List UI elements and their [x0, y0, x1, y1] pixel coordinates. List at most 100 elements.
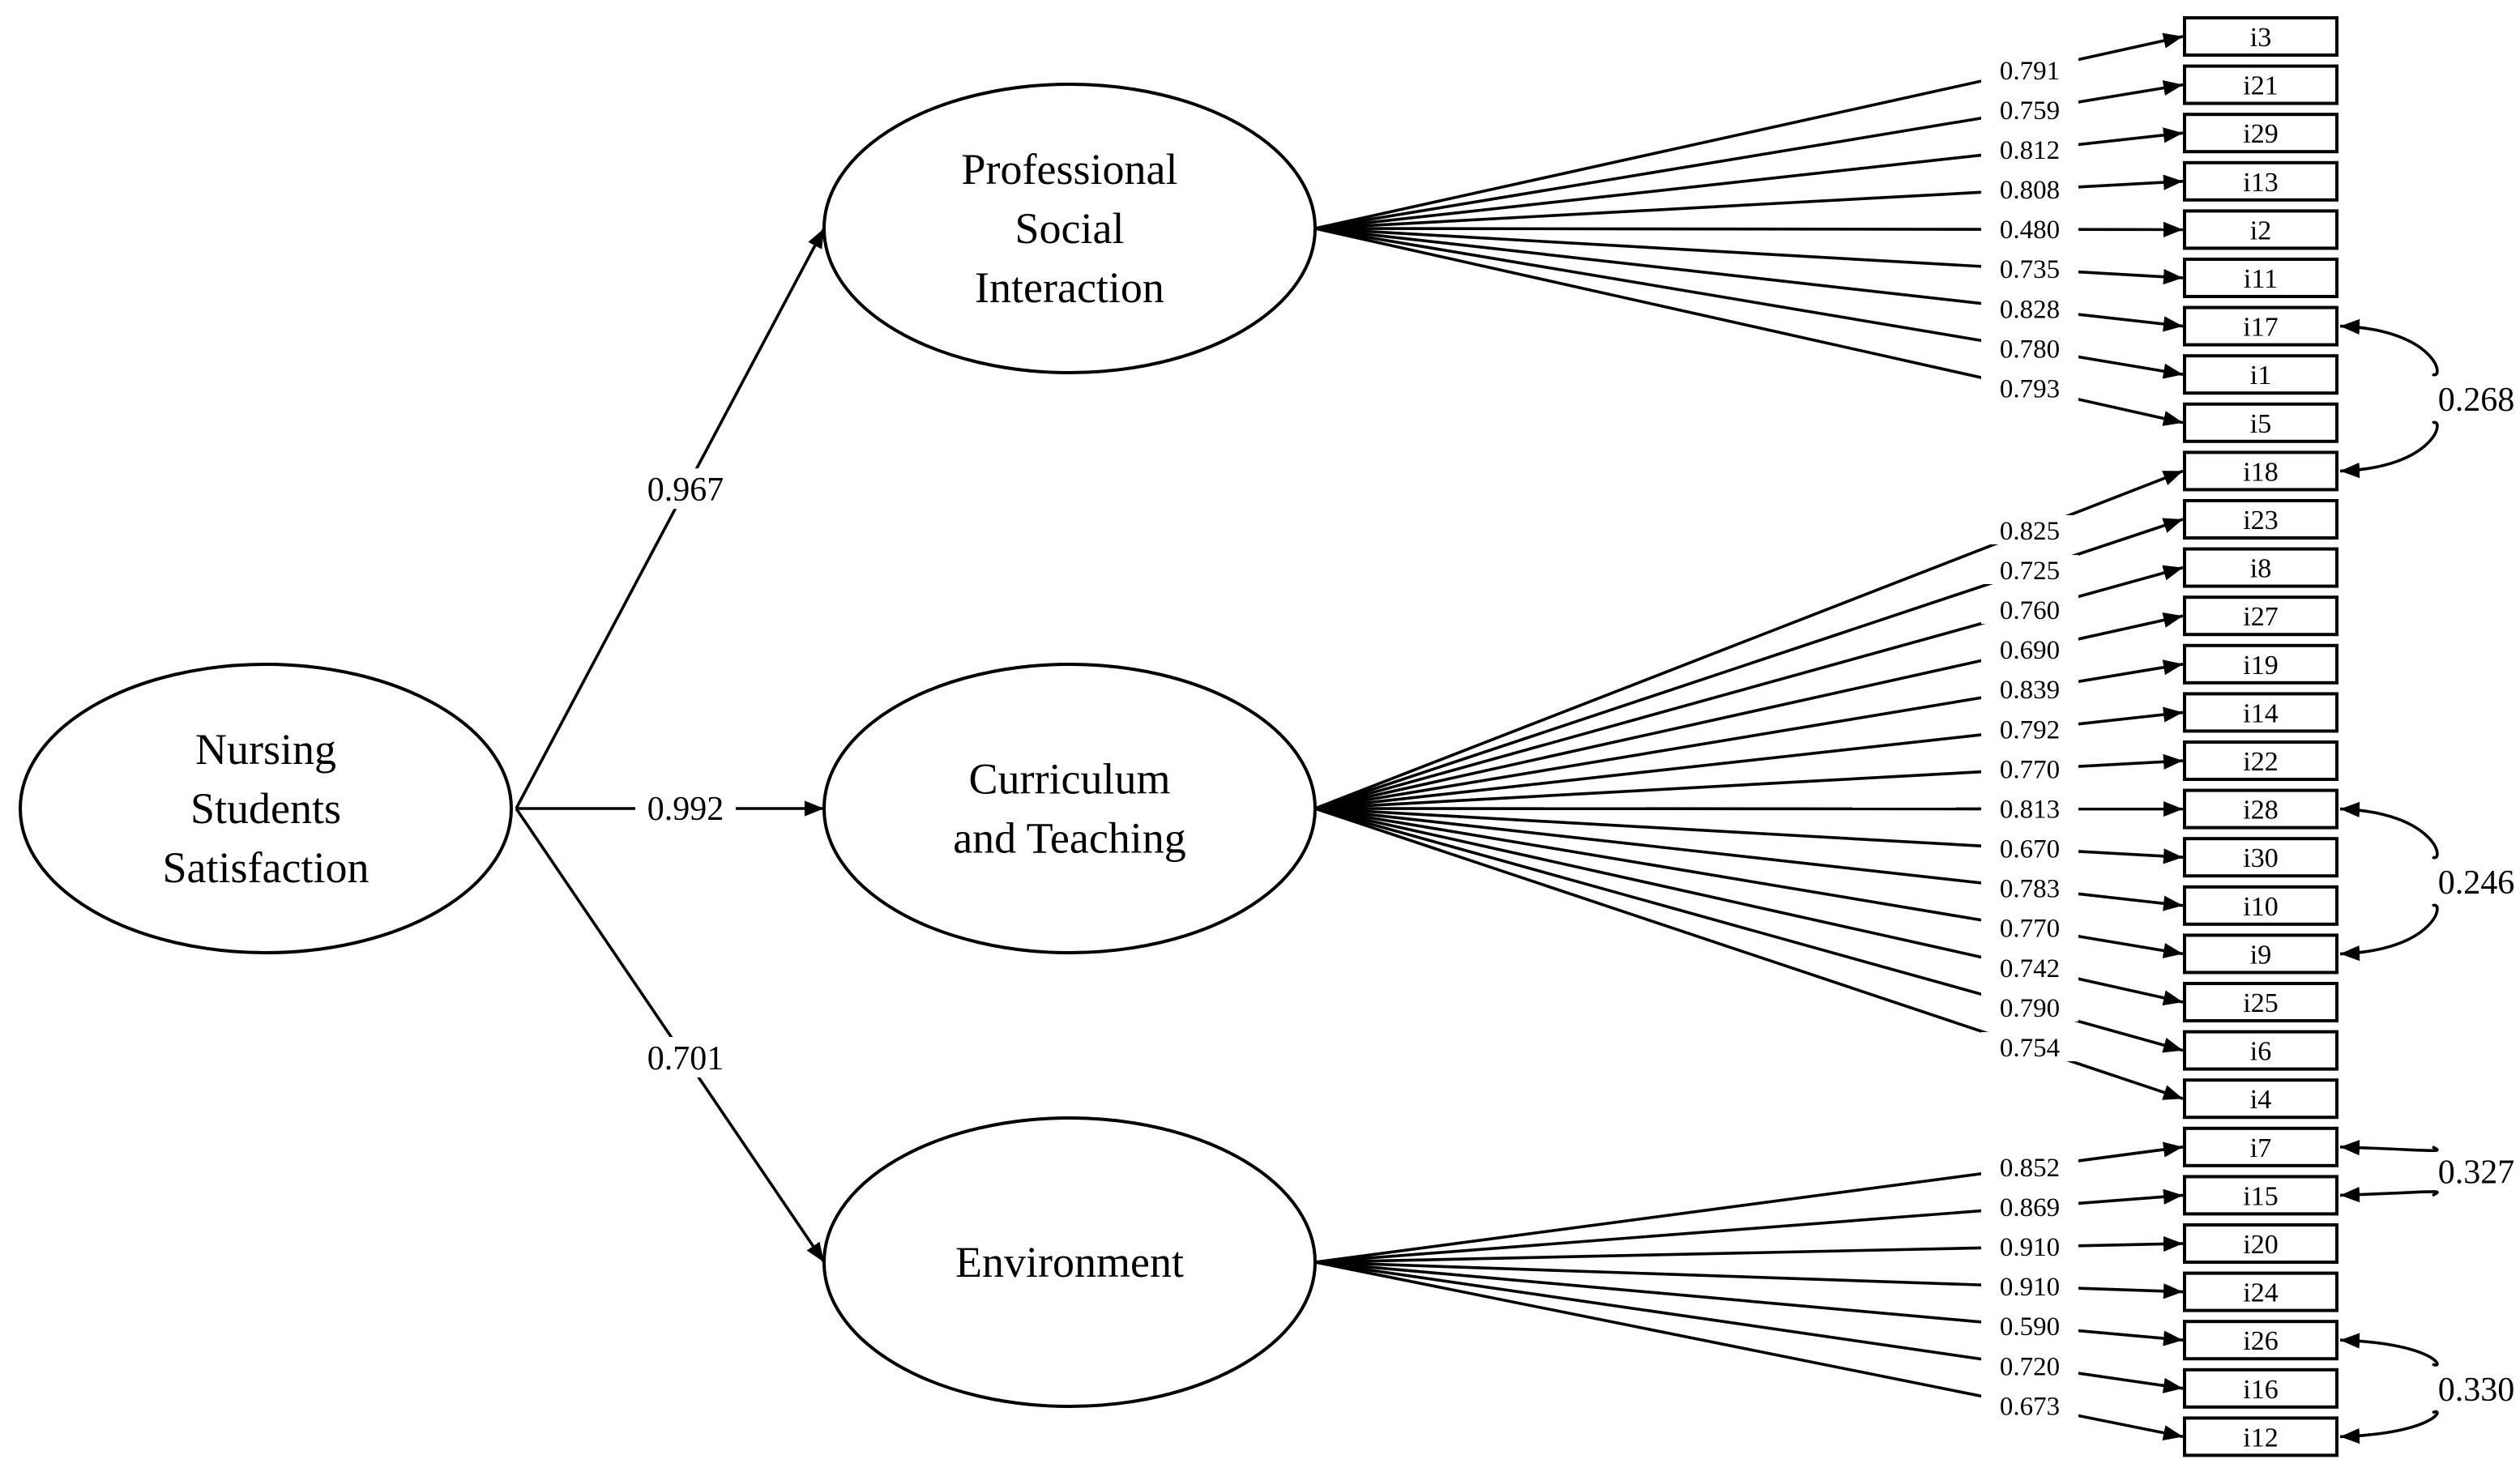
factor-loading: 0.790 [2000, 994, 2060, 1023]
covariance-arrow-lower [2339, 420, 2439, 479]
factor-loading: 0.910 [2000, 1273, 2060, 1302]
indicator-box [2183, 160, 2338, 202]
latent-label-line: Curriculum [969, 755, 1171, 804]
indicator-label: i8 [2250, 554, 2271, 584]
loading-path-i11: 0.735 [1314, 227, 2184, 284]
label-background [1981, 714, 2078, 744]
covariance-i17-i18: 0.268 [2339, 318, 2514, 479]
factor-loading: 0.839 [2000, 676, 2060, 705]
latent-label-line: Social [1015, 204, 1125, 253]
covariance-i28-i9: 0.246 [2339, 801, 2515, 962]
indicator-box [2183, 450, 2338, 492]
indicator-label: i22 [2243, 747, 2278, 777]
label-background [1981, 373, 2078, 403]
indicator-label: i18 [2243, 457, 2278, 487]
indicator-box [2183, 1367, 2338, 1409]
indicator-i12: i12 [2183, 1416, 2338, 1457]
loading-path-i12: 0.673 [1314, 1261, 2184, 1441]
indicator-box [2183, 305, 2338, 347]
indicator-box [2183, 64, 2338, 105]
indicator-i2: i2 [2183, 209, 2338, 250]
loading-path-i6: 0.790 [1314, 807, 2184, 1053]
indicator-box [2183, 1416, 2338, 1457]
indicator-label: i12 [2243, 1423, 2278, 1453]
factor-loading: 0.590 [2000, 1312, 2060, 1342]
latent-label-line: Environment [955, 1238, 1184, 1286]
covariance-arrow-upper [2339, 1333, 2439, 1367]
factor-loading: 0.759 [2000, 96, 2060, 126]
indicator-box [2183, 209, 2338, 250]
factor-loading: 0.480 [2000, 215, 2060, 245]
indicator-box [2183, 113, 2338, 154]
indicator-i15: i15 [2183, 1175, 2338, 1216]
loading-paths-layer: 0.7910.7590.8120.8080.4800.7350.8280.780… [1314, 32, 2184, 1441]
loading-path-i29: 0.812 [1314, 127, 2184, 230]
indicator-label: i21 [2243, 71, 2278, 101]
label-background [1981, 634, 2078, 664]
indicator-i5: i5 [2183, 402, 2338, 443]
indicator-label: i27 [2243, 602, 2278, 632]
covariance-arrow-upper [2339, 318, 2439, 377]
latent-env: Environment [822, 1116, 1317, 1408]
indicator-i8: i8 [2183, 547, 2338, 588]
indicator-label: i20 [2243, 1230, 2278, 1260]
indicator-label: i5 [2250, 409, 2271, 439]
factor-loading: 0.754 [2000, 1034, 2060, 1063]
loading-path-i15: 0.869 [1314, 1188, 2184, 1264]
loading-path-i19: 0.839 [1314, 659, 2184, 810]
indicator-box [2183, 1175, 2338, 1216]
indicators-layer: i3i21i29i13i2i11i17i1i5i18i23i8i27i19i14… [2183, 16, 2338, 1457]
indicator-label: i26 [2243, 1326, 2278, 1356]
indicator-box [2183, 402, 2338, 443]
indicator-label: i28 [2243, 796, 2278, 826]
indicator-box [2183, 885, 2338, 926]
indicator-i4: i4 [2183, 1078, 2338, 1120]
factor-loading: 0.869 [2000, 1193, 2060, 1222]
indicator-box [2183, 595, 2338, 637]
loading-path-i23: 0.725 [1314, 518, 2184, 810]
covariance-value: 0.246 [2438, 864, 2515, 902]
structural-coefficient: 0.967 [647, 471, 724, 509]
indicator-label: i16 [2243, 1375, 2278, 1405]
indicator-i14: i14 [2183, 692, 2338, 733]
indicator-label: i2 [2250, 215, 2271, 245]
factor-loading: 0.673 [2000, 1392, 2060, 1421]
latent-ellipse [822, 1116, 1317, 1408]
loading-path-i28: 0.813 [1314, 793, 2184, 824]
indicator-box [2183, 1223, 2338, 1264]
indicator-box [2183, 1271, 2338, 1312]
indicator-i1: i1 [2183, 354, 2338, 395]
loading-path-i25: 0.742 [1314, 807, 2184, 1006]
latent-label-line: Students [190, 784, 341, 833]
indicator-label: i25 [2243, 988, 2278, 1018]
loading-path-i14: 0.792 [1314, 706, 2184, 810]
covariance-arrow-upper [2339, 801, 2439, 860]
label-background [1981, 992, 2078, 1022]
factor-loading: 0.783 [2000, 875, 2060, 904]
loading-path-i9: 0.770 [1314, 807, 2184, 958]
label-background [1981, 793, 2078, 823]
label-background [1981, 214, 2078, 244]
label-background [635, 787, 736, 828]
latent-label-line: Nursing [195, 725, 336, 774]
label-background [1981, 254, 2078, 284]
indicator-i25: i25 [2183, 982, 2338, 1022]
indicator-label: i24 [2243, 1278, 2278, 1308]
latent-variables-layer: NursingStudentsSatisfactionProfessionalS… [19, 83, 1317, 1408]
indicator-label: i29 [2243, 119, 2278, 149]
covariance-arrow-lower [2339, 1187, 2439, 1203]
indicator-box [2183, 692, 2338, 733]
label-background [1981, 293, 2078, 323]
indicator-i19: i19 [2183, 643, 2338, 685]
indicator-label: i19 [2243, 651, 2278, 681]
loading-path-i8: 0.760 [1314, 565, 2184, 810]
indicator-label: i9 [2250, 940, 2271, 970]
indicator-label: i15 [2243, 1181, 2278, 1211]
indicator-label: i1 [2250, 361, 2271, 390]
indicator-label: i13 [2243, 168, 2278, 198]
factor-loading: 0.812 [2000, 136, 2060, 165]
indicator-box [2183, 547, 2338, 588]
indicator-i6: i6 [2183, 1030, 2338, 1071]
